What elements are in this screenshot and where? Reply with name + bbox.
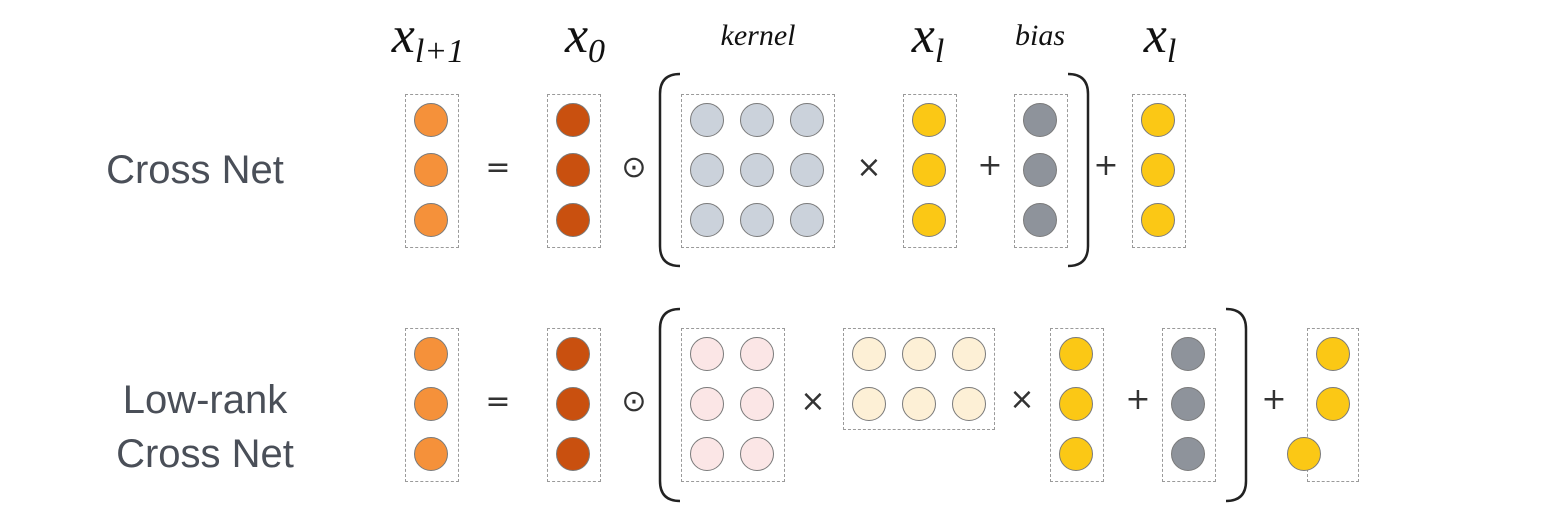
bias-node <box>1023 203 1057 237</box>
xl-node <box>912 103 946 137</box>
equals-operator: = <box>485 150 511 185</box>
times-operator: × <box>856 150 882 185</box>
xl-node <box>1316 337 1350 371</box>
u-node <box>690 337 724 371</box>
kernel-node <box>740 203 774 237</box>
bias-node <box>1171 387 1205 421</box>
v-node <box>852 337 886 371</box>
v-node <box>902 337 936 371</box>
xl-node <box>1141 203 1175 237</box>
output-vector <box>405 94 459 248</box>
output-node <box>414 387 448 421</box>
bias-node <box>1171 337 1205 371</box>
xl-node <box>1316 387 1350 421</box>
x0-node <box>556 203 590 237</box>
row-label-line-1: Low-rank <box>122 378 288 422</box>
right-parenthesis <box>1067 72 1090 268</box>
bias-node <box>1023 103 1057 137</box>
kernel-node <box>690 203 724 237</box>
u-node <box>740 437 774 471</box>
plus-operator: + <box>1093 148 1119 183</box>
plus-operator: + <box>977 148 1003 183</box>
header-x-0: x0 <box>564 7 606 70</box>
row-label-line-2: Cross Net <box>116 432 294 476</box>
xl-node <box>1059 337 1093 371</box>
header-x-l-residual: xl <box>1143 7 1177 70</box>
v-node <box>902 387 936 421</box>
kernel-node <box>790 203 824 237</box>
output-node <box>414 437 448 471</box>
right-parenthesis <box>1225 307 1248 503</box>
kernel-node <box>740 153 774 187</box>
xl-node <box>1287 437 1321 471</box>
u-node <box>690 437 724 471</box>
low-rank-u-matrix <box>681 328 785 482</box>
output-vector <box>405 328 459 482</box>
equals-operator: = <box>485 384 511 419</box>
times-operator: × <box>800 384 826 419</box>
xl-node <box>1141 153 1175 187</box>
row-label-cross-net: Cross Net <box>106 148 284 192</box>
x0-vector <box>547 94 601 248</box>
hadamard-operator: ⊙ <box>621 384 647 419</box>
plus-operator: + <box>1261 382 1287 417</box>
row-label-low-rank: Low-rank Cross Net <box>70 373 340 481</box>
xl-node <box>1141 103 1175 137</box>
xl-node <box>1059 437 1093 471</box>
header-bias: bias <box>1014 19 1065 52</box>
output-node <box>414 103 448 137</box>
x0-node <box>556 437 590 471</box>
xl-node <box>912 203 946 237</box>
x0-node <box>556 387 590 421</box>
bias-vector <box>1162 328 1216 482</box>
output-node <box>414 203 448 237</box>
x0-vector <box>547 328 601 482</box>
residual-xl-vector <box>1132 94 1186 248</box>
u-node <box>690 387 724 421</box>
output-node <box>414 153 448 187</box>
v-node <box>852 387 886 421</box>
plus-operator: + <box>1125 382 1151 417</box>
kernel-node <box>690 103 724 137</box>
output-node <box>414 337 448 371</box>
xl-vector <box>1050 328 1104 482</box>
bias-node <box>1171 437 1205 471</box>
xl-vector <box>903 94 957 248</box>
x0-node <box>556 337 590 371</box>
x0-node <box>556 153 590 187</box>
kernel-node <box>690 153 724 187</box>
header-x-l-plus-1: xl+1 <box>391 7 465 70</box>
kernel-node <box>790 153 824 187</box>
header-kernel: kernel <box>720 19 796 52</box>
kernel-node <box>790 103 824 137</box>
left-parenthesis <box>658 307 681 503</box>
times-operator: × <box>1009 382 1035 417</box>
bias-vector <box>1014 94 1068 248</box>
kernel-matrix <box>681 94 835 248</box>
xl-node <box>912 153 946 187</box>
v-node <box>952 337 986 371</box>
x0-node <box>556 103 590 137</box>
u-node <box>740 337 774 371</box>
left-parenthesis <box>658 72 681 268</box>
low-rank-v-matrix <box>843 328 995 430</box>
u-node <box>740 387 774 421</box>
hadamard-operator: ⊙ <box>621 150 647 185</box>
kernel-node <box>740 103 774 137</box>
xl-node <box>1059 387 1093 421</box>
residual-xl-vector <box>1307 328 1359 482</box>
v-node <box>952 387 986 421</box>
bias-node <box>1023 153 1057 187</box>
header-x-l: xl <box>911 7 945 70</box>
